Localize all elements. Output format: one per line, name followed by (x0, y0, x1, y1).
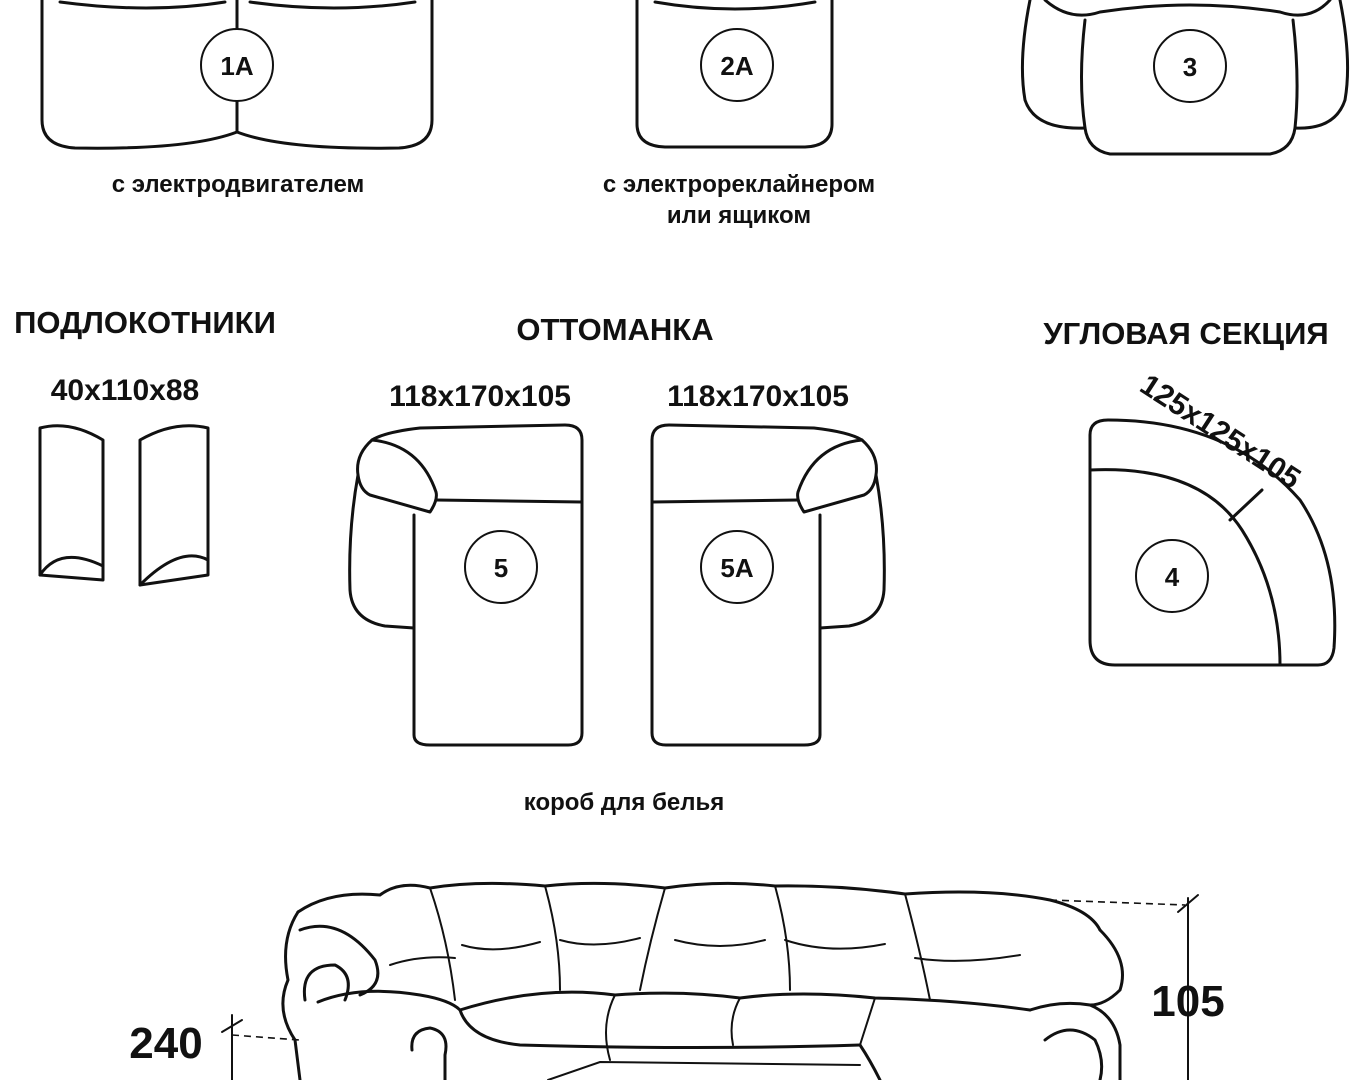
module-1a-badge-circle (200, 28, 274, 102)
ottoman-right-drawing (650, 423, 886, 747)
sofa-depth-label: 240 (129, 1019, 202, 1068)
armrests-heading: ПОДЛОКОТНИКИ (14, 305, 276, 340)
depth-dimension-tick (221, 1019, 243, 1033)
armrests-dimensions: 40x110x88 (51, 374, 200, 407)
ottoman-right-dimensions: 118x170x105 (667, 380, 849, 413)
ottoman-right-badge: 5A (720, 553, 753, 583)
ottoman-right-badge-circle (700, 530, 774, 604)
module-2a-caption-line2: или ящиком (667, 202, 811, 229)
sofa-height-label: 105 (1151, 977, 1224, 1026)
corner-section-drawing (1088, 418, 1337, 667)
corner-section-heading: УГЛОВАЯ СЕКЦИЯ (1043, 316, 1328, 351)
ottoman-left-badge: 5 (494, 553, 508, 583)
height-dimension-top-guide (1049, 899, 1186, 906)
assembled-sofa-drawing (281, 881, 1124, 1080)
module-3-badge: 3 (1183, 52, 1197, 82)
module-2a-badge-circle (700, 28, 774, 102)
module-2a-caption-line1: с электрореклайнером (603, 171, 875, 198)
module-1a-badge: 1A (220, 51, 253, 81)
height-dimension-tick (1177, 894, 1199, 913)
ottoman-left-dimensions: 118x170x105 (389, 380, 571, 413)
ottoman-caption: короб для белья (524, 789, 725, 816)
module-3-badge-circle (1153, 29, 1227, 103)
module-1a-drawing (40, 0, 434, 150)
depth-dimension-guide (231, 1034, 301, 1041)
ottoman-left-badge-circle (464, 530, 538, 604)
armrest-right-drawing (138, 424, 210, 587)
ottoman-heading: ОТТОМАНКА (516, 312, 713, 347)
module-2a-badge: 2A (720, 51, 753, 81)
module-1a-caption: с электродвигателем (112, 171, 365, 198)
ottoman-left-drawing (348, 423, 584, 747)
module-3-drawing (1020, 0, 1350, 156)
corner-section-badge-circle (1135, 539, 1209, 613)
armrest-left-drawing (38, 424, 105, 582)
corner-section-badge: 4 (1165, 562, 1180, 592)
module-2a-drawing (635, 0, 834, 149)
